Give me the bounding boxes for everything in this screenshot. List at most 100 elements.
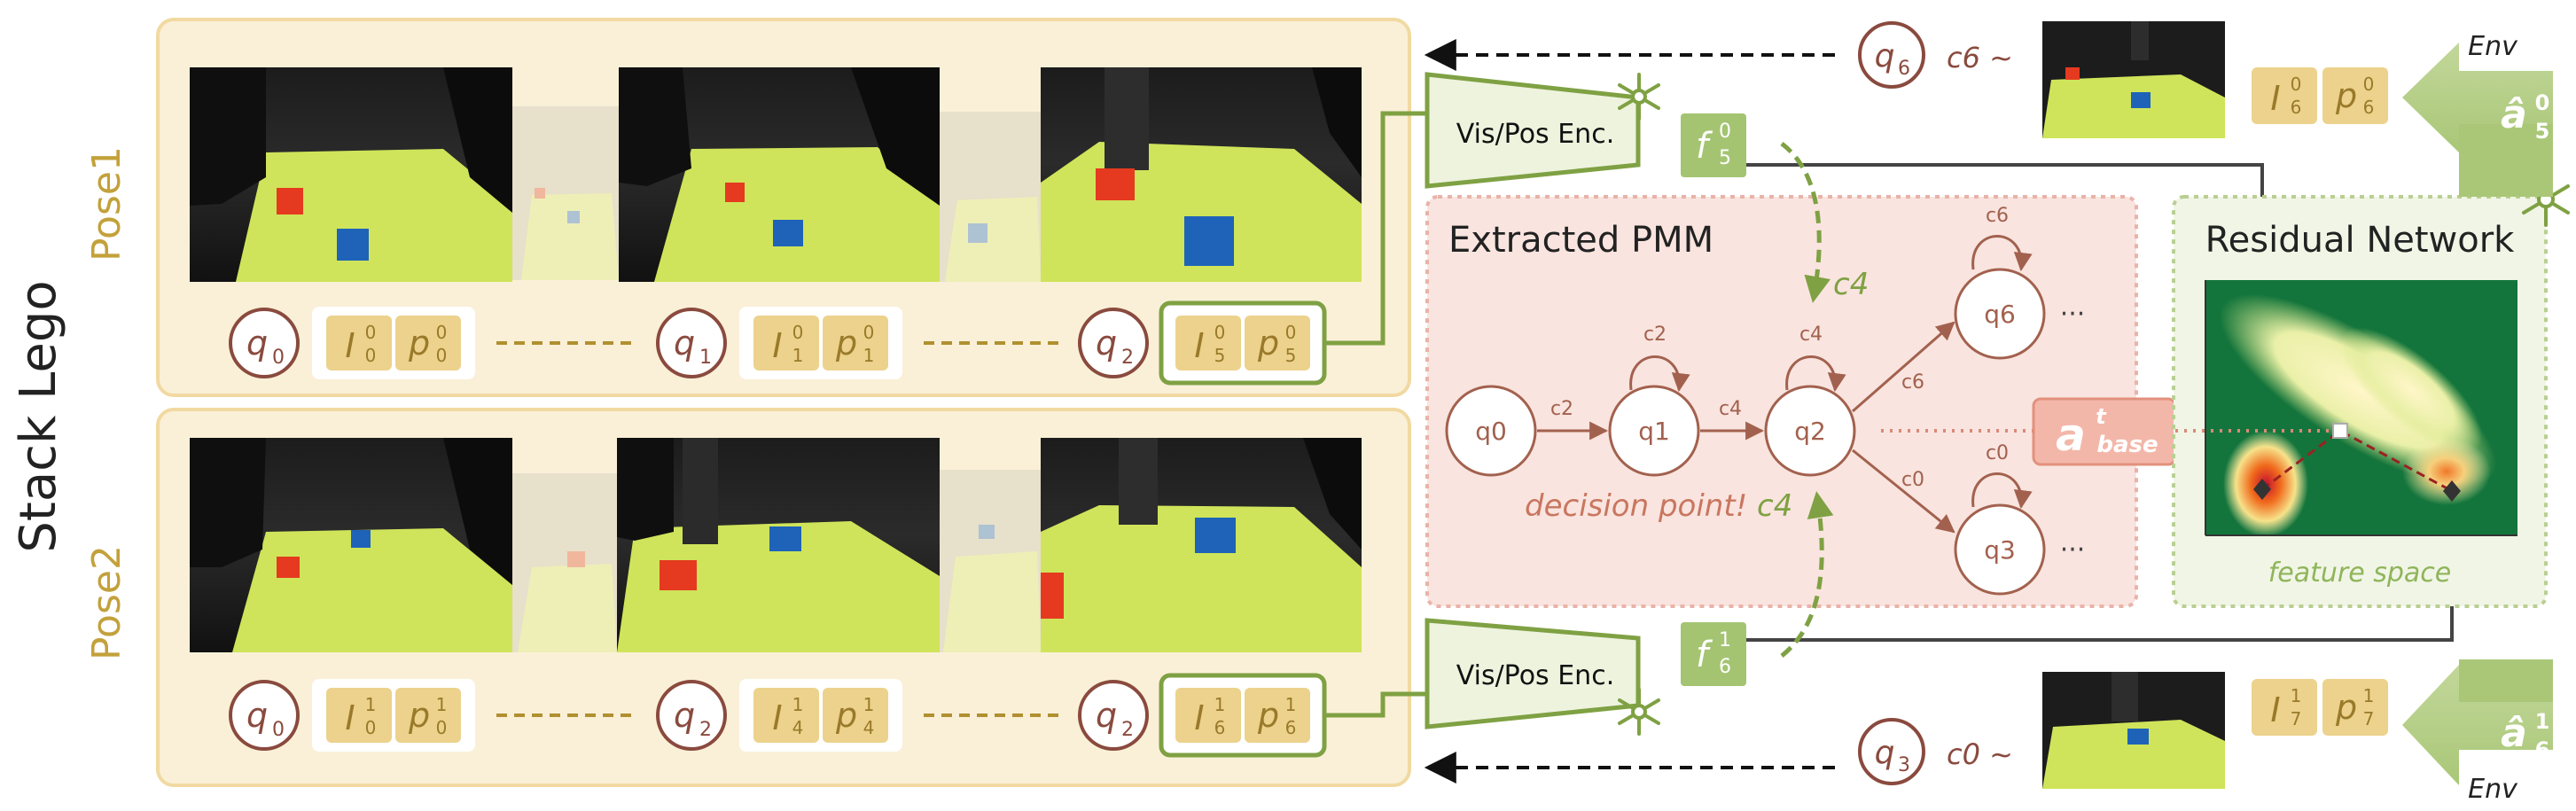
- svg-text:p: p: [408, 324, 430, 363]
- edge-label-q2-q6: c6: [1901, 371, 1924, 394]
- svg-text:1: 1: [699, 347, 712, 369]
- svg-text:q: q: [1096, 324, 1117, 363]
- svg-text:q0: q0: [1475, 417, 1507, 446]
- pose2-state-0: q 0: [229, 680, 300, 751]
- c4-bottom-label: c4: [1757, 488, 1792, 524]
- pmm-ellipsis-top: ···: [2060, 299, 2086, 330]
- svg-text:0: 0: [2291, 74, 2302, 95]
- svg-text:p: p: [2335, 688, 2357, 727]
- svg-text:base: base: [2096, 432, 2158, 458]
- svg-text:3: 3: [1898, 754, 1910, 776]
- svg-text:4: 4: [792, 717, 804, 738]
- pose2-obs-1: I 1 4 p 1 4: [739, 679, 902, 752]
- feature-marker-top: [2253, 479, 2271, 500]
- green-arrow-top: [1780, 142, 1831, 303]
- svg-text:6: 6: [1214, 717, 1226, 738]
- pose2-frame-2: [1041, 438, 1362, 652]
- pose2-obs-2: I 1 6 p 1 6: [1159, 673, 1327, 758]
- pmm-node-q1: q1: [1608, 385, 1700, 477]
- edge-label-q2-self: c4: [1799, 324, 1823, 346]
- svg-text:â: â: [2501, 92, 2527, 137]
- c4-top-label: c4: [1833, 267, 1869, 302]
- pose1-obs-2: I 0 5 p 0 5: [1159, 300, 1327, 386]
- residual-dashed-path: [2261, 429, 2453, 493]
- svg-text:7: 7: [2291, 708, 2302, 729]
- pose2-frame-1: [617, 438, 940, 652]
- pose2-transition-0: [512, 473, 617, 652]
- abase-marker: [2332, 423, 2348, 439]
- pose1-frame-2: [1041, 67, 1362, 282]
- svg-text:I: I: [772, 698, 782, 737]
- svg-text:q2: q2: [1794, 417, 1826, 446]
- svg-text:0: 0: [1285, 322, 1297, 343]
- pose1-frame-1: [619, 67, 940, 282]
- pose1-state-2: q 2: [1078, 308, 1149, 378]
- top-env-label: Env: [2468, 31, 2518, 62]
- svg-text:2: 2: [1121, 719, 1134, 741]
- svg-text:p: p: [2335, 76, 2357, 115]
- pmm-node-q3: q3: [1954, 503, 2046, 596]
- edge-label-q0-q1: c2: [1550, 398, 1573, 420]
- svg-text:p: p: [835, 696, 857, 735]
- pose1-panel: Pose1: [84, 18, 1411, 397]
- encoder-top: Vis/Pos Enc.: [1425, 72, 1641, 189]
- edge-label-q3-self: c0: [1986, 442, 2009, 464]
- pose2-panel: Pose2: [84, 408, 1411, 787]
- svg-text:Vis/Pos Enc.: Vis/Pos Enc.: [1456, 660, 1614, 691]
- svg-text:7: 7: [2363, 708, 2375, 729]
- decision-point-label: decision point!: [1525, 488, 1747, 524]
- bottom-condition: c0 ~: [1947, 737, 2013, 771]
- pmm-node-q2: q2: [1764, 385, 1856, 477]
- svg-text:t: t: [2096, 404, 2107, 429]
- top-condition: c6 ~: [1947, 41, 2013, 74]
- feature-top: f 0 5: [1681, 113, 1746, 177]
- svg-text:2: 2: [699, 719, 712, 741]
- top-action-arrow: â 0 5: [2402, 43, 2553, 197]
- svg-text:1: 1: [863, 345, 875, 366]
- svg-text:I: I: [1194, 698, 1204, 737]
- svg-text:p: p: [1257, 696, 1279, 735]
- svg-text:2: 2: [1121, 347, 1134, 369]
- connector-bottom: [1324, 691, 1427, 718]
- svg-text:6: 6: [1285, 717, 1297, 738]
- pose1-label: Pose1: [84, 146, 129, 261]
- residual-title: Residual Network: [2205, 220, 2515, 261]
- svg-text:0: 0: [272, 719, 285, 741]
- svg-text:p: p: [408, 696, 430, 735]
- feature-marker-bottom: [2443, 480, 2461, 502]
- svg-text:q3: q3: [1984, 535, 2016, 565]
- residual-box: Residual Network feature space: [2172, 195, 2548, 608]
- svg-text:q: q: [1875, 38, 1895, 74]
- svg-text:q1: q1: [1638, 417, 1670, 446]
- svg-text:I: I: [345, 698, 355, 737]
- svg-text:0: 0: [436, 345, 448, 366]
- svg-text:0: 0: [2363, 74, 2375, 95]
- svg-text:6: 6: [2363, 97, 2375, 118]
- svg-text:a: a: [2056, 409, 2086, 461]
- svg-text:1: 1: [2535, 709, 2550, 734]
- svg-text:1: 1: [2363, 685, 2375, 706]
- bottom-action-arrow: â 1 6: [2402, 659, 2553, 785]
- svg-text:q6: q6: [1984, 300, 2016, 329]
- svg-text:I: I: [345, 326, 355, 365]
- bottom-env-image: [2042, 672, 2225, 789]
- svg-text:1: 1: [792, 345, 804, 366]
- svg-text:â: â: [2501, 711, 2527, 756]
- pose2-state-1: q 2: [656, 680, 727, 751]
- svg-text:5: 5: [2535, 119, 2550, 144]
- edge-q2-q6: [1852, 321, 1955, 413]
- feature-space-label: feature space: [2268, 558, 2452, 589]
- svg-text:1: 1: [1214, 694, 1226, 715]
- pmm-node-q6: q6: [1954, 268, 2046, 360]
- edge-label-q1-q2: c4: [1719, 398, 1742, 420]
- top-env-image: [2042, 21, 2225, 138]
- svg-text:4: 4: [863, 717, 875, 738]
- svg-text:0: 0: [863, 322, 875, 343]
- pose2-frame-0: [190, 438, 512, 652]
- pose1-obs-0: I 0 0 p 0 0: [312, 307, 475, 379]
- svg-text:q: q: [674, 324, 695, 363]
- pose1-state-0: q 0: [229, 308, 300, 378]
- abase-badge: a t base: [2032, 397, 2177, 466]
- q2-self-loop: [1785, 355, 1846, 393]
- encoder-bottom: Vis/Pos Enc.: [1425, 618, 1641, 729]
